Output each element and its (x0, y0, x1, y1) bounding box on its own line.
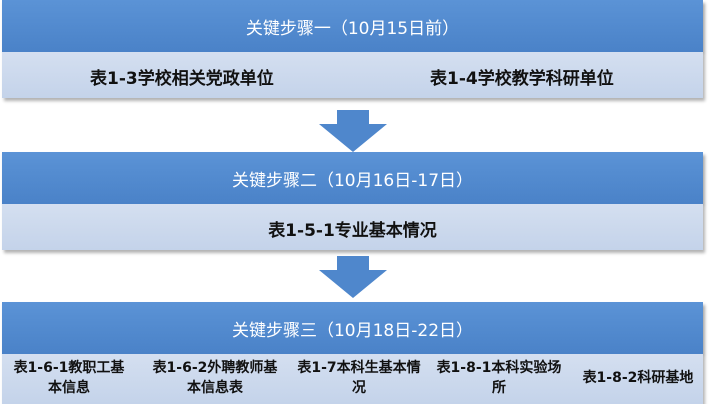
step-1-body: 表1-3学校相关党政单位 表1-4学校教学科研单位 (2, 52, 703, 98)
step-3-item-5: 表1-8-2科研基地 (582, 370, 694, 386)
step-1-header: 关键步骤一（10月15日前） (2, 0, 703, 52)
down-arrow-1 (319, 110, 387, 152)
down-arrow-2 (319, 256, 387, 298)
step-2-title: 关键步骤二（10月16日-17日） (231, 170, 474, 191)
step-1-item-1: 表1-3学校相关党政单位 (90, 69, 274, 89)
step-2-item-1: 表1-5-1专业基本情况 (268, 221, 437, 241)
step-3-item-2: 表1-6-2外聘教师基本信息表 (152, 360, 278, 396)
step-3-header: 关键步骤三（10月18日-22日） (2, 302, 703, 354)
step-1-item-2: 表1-4学校教学科研单位 (430, 69, 614, 89)
step-2-body: 表1-5-1专业基本情况 (2, 204, 703, 250)
step-3-title: 关键步骤三（10月18日-22日） (231, 320, 474, 341)
step-3-item-3: 表1-7本科生基本情况 (297, 360, 421, 396)
step-3-item-1: 表1-6-1教职工基本信息 (13, 360, 125, 396)
step-3-item-4: 表1-8-1本科实验场所 (436, 360, 562, 396)
step-2-header: 关键步骤二（10月16日-17日） (2, 152, 703, 204)
step-3-body: 表1-6-1教职工基本信息 表1-6-2外聘教师基本信息表 表1-7本科生基本情… (2, 354, 703, 404)
step-1-title: 关键步骤一（10月15日前） (245, 18, 460, 39)
